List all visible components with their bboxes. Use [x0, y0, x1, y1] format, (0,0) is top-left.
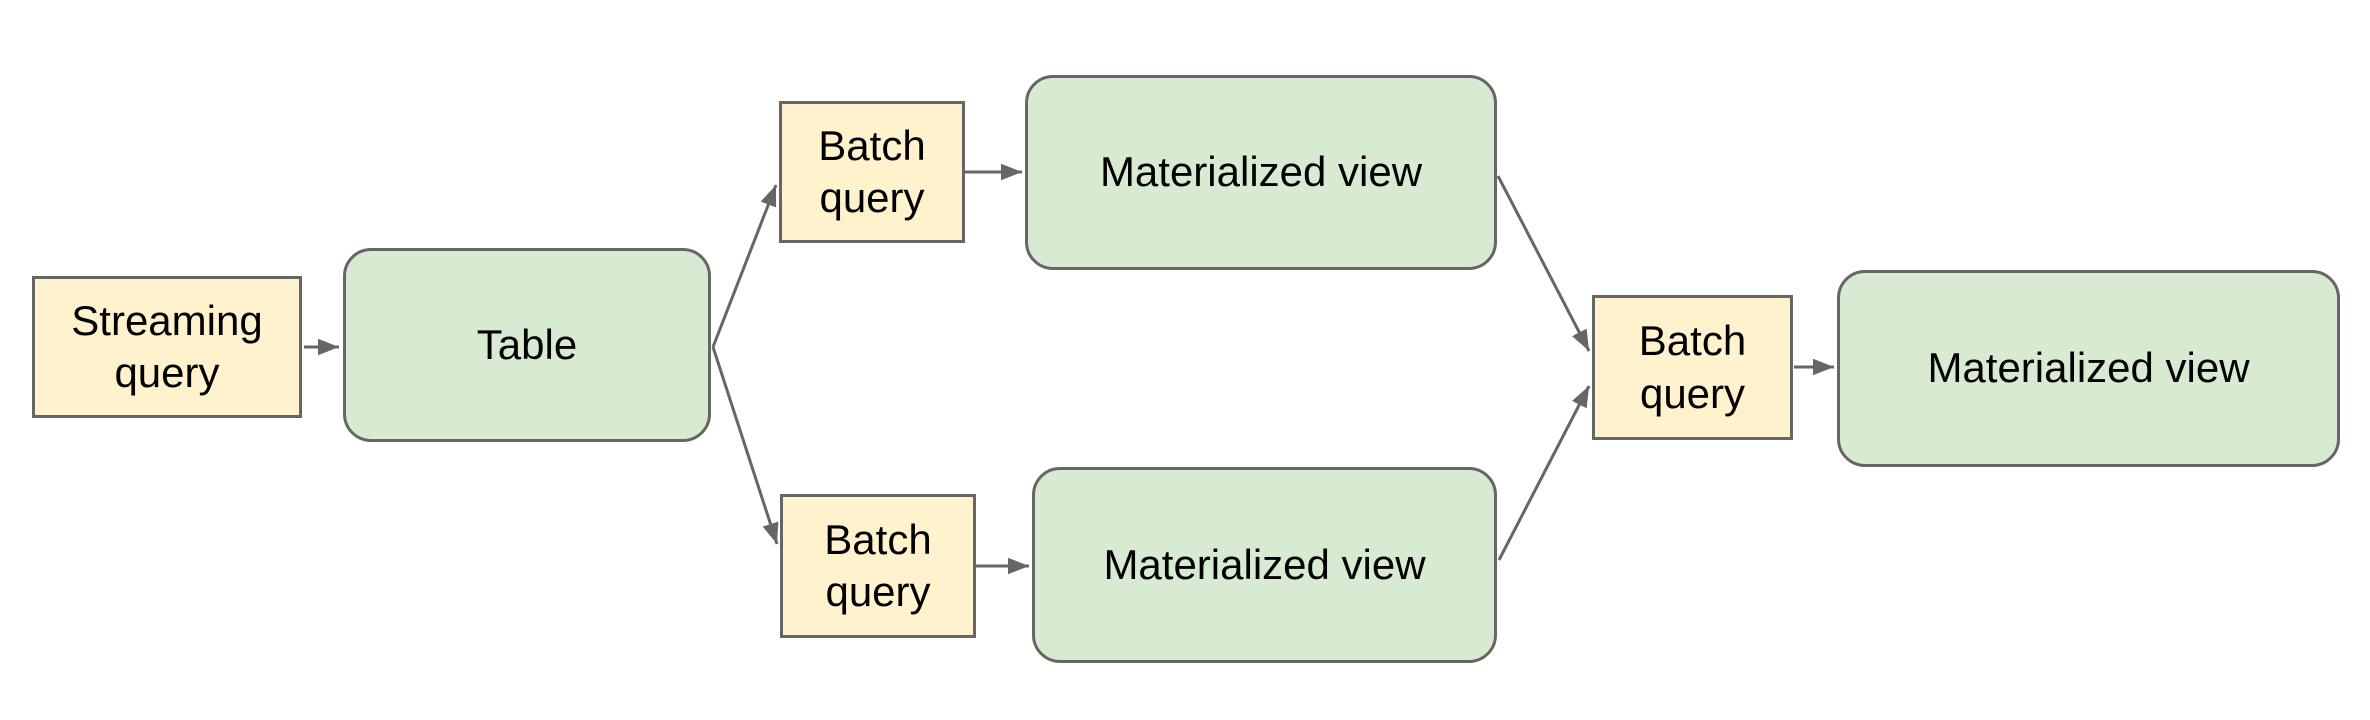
node-label: Batch query	[1638, 317, 1747, 417]
node-streaming-query: Streaming query	[32, 276, 302, 418]
arrow-materialized-view-bottom-to-batch-query-right	[1497, 385, 1591, 561]
node-materialized-view-top: Materialized view	[1025, 75, 1497, 270]
node-batch-query-top: Batch query	[779, 101, 965, 243]
node-label: Materialized view	[1099, 148, 1423, 196]
node-materialized-view-bottom: Materialized view	[1032, 467, 1497, 663]
node-label: Batch query	[818, 121, 926, 221]
arrow-materialized-view-top-to-batch-query-right	[1496, 175, 1591, 352]
node-label: Materialized view	[1103, 540, 1426, 588]
node-batch-query-bottom: Batch query	[780, 494, 976, 638]
arrow-table-to-batch-query-top	[711, 184, 778, 348]
node-label: Streaming query	[71, 296, 263, 396]
node-label: Table	[476, 320, 578, 368]
node-label: Materialized view	[1927, 344, 2250, 392]
node-batch-query-right: Batch query	[1592, 295, 1793, 440]
node-materialized-view-final: Materialized view	[1837, 270, 2340, 467]
node-table: Table	[343, 248, 711, 442]
arrow-table-to-batch-query-bottom	[711, 346, 779, 545]
node-label: Batch query	[824, 515, 932, 615]
